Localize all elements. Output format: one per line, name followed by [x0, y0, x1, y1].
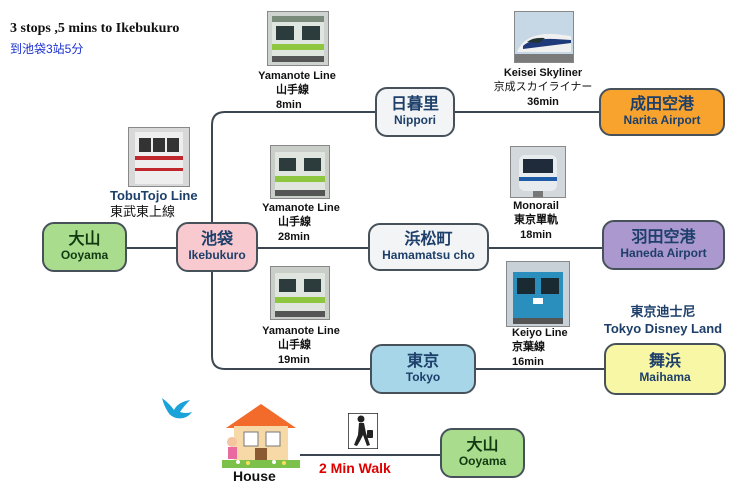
station-hamamatsucho-en: Hamamatsu cho — [382, 248, 475, 263]
station-ooyama-walk-en: Ooyama — [458, 454, 507, 469]
label-yamanote-mid-ja: 山手線 — [278, 216, 311, 229]
station-ikebukuro[interactable]: 池袋 Ikebukuro — [176, 222, 258, 272]
label-yamanote-bot: Yamanote Line 山手線 19min — [256, 324, 346, 367]
header-subtitle: 到池袋3站5分 — [10, 42, 84, 56]
house-label: House — [233, 468, 276, 484]
label-tobu-en: TobuTojo Line — [110, 188, 198, 203]
label-monorail-time: 18min — [520, 228, 552, 241]
station-ooyama-en: Ooyama — [60, 248, 109, 263]
station-ooyama-walk[interactable]: 大山 Ooyama — [440, 428, 525, 478]
bird-icon — [160, 394, 194, 422]
train-photo-icon — [267, 11, 329, 66]
station-ikebukuro-ja: 池袋 — [200, 230, 233, 248]
station-nippori[interactable]: 日暮里 Nippori — [375, 87, 455, 137]
label-tobu-tojo: TobuTojo Line 東武東上線 — [110, 188, 198, 221]
station-haneda-en: Haneda Airport — [620, 246, 707, 261]
station-narita-en: Narita Airport — [623, 113, 701, 128]
label-skyliner-time: 36min — [527, 95, 559, 108]
label-monorail-ja: 東京單軌 — [514, 214, 558, 227]
walking-person-icon — [347, 412, 379, 450]
house-icon — [222, 402, 300, 468]
station-hamamatsucho[interactable]: 浜松町 Hamamatsu cho — [368, 223, 489, 271]
train-photo-icon — [270, 266, 330, 320]
station-maihama-en: Maihama — [639, 370, 691, 385]
station-maihama[interactable]: 舞浜 Maihama — [604, 343, 726, 395]
label-yamanote-top-ja: 山手線 — [276, 84, 309, 97]
station-ooyama-ja: 大山 — [68, 230, 101, 248]
label-tobu-ja: 東武東上線 — [110, 204, 176, 220]
label-keiyo-ja: 京葉線 — [512, 341, 545, 354]
label-yamanote-mid: Yamanote Line 山手線 28min — [256, 201, 346, 244]
train-photo-icon — [514, 11, 574, 63]
walk-label: 2 Min Walk — [319, 460, 391, 476]
label-keiyo-en: Keiyo Line — [512, 327, 568, 339]
station-narita-airport[interactable]: 成田空港 Narita Airport — [599, 88, 725, 136]
label-yamanote-top-time: 8min — [276, 98, 302, 111]
header-title: 3 stops ,5 mins to Ikebukuro — [10, 21, 180, 36]
station-nippori-en: Nippori — [394, 113, 436, 128]
label-yamanote-top-en: Yamanote Line — [258, 70, 336, 82]
label-yamanote-bot-ja: 山手線 — [278, 339, 311, 352]
label-tokyo-disney: 東京迪士尼 Tokyo Disney Land — [588, 304, 738, 338]
station-haneda-ja: 羽田空港 — [631, 228, 696, 246]
train-photo-icon — [270, 145, 330, 199]
label-disney-en: Tokyo Disney Land — [603, 320, 723, 336]
label-skyliner: Keisei Skyliner 京成スカイライナー 36min — [478, 66, 608, 109]
line-ikebukuro-nippori — [211, 111, 376, 228]
station-ooyama[interactable]: 大山 Ooyama — [42, 222, 127, 272]
train-photo-icon — [506, 261, 570, 327]
station-ikebukuro-en: Ikebukuro — [188, 248, 246, 263]
label-yamanote-mid-en: Yamanote Line — [262, 202, 340, 214]
train-photo-icon — [510, 146, 566, 198]
station-nippori-ja: 日暮里 — [390, 95, 439, 113]
station-tokyo[interactable]: 東京 Tokyo — [370, 344, 476, 394]
label-yamanote-top: Yamanote Line 山手線 8min — [252, 69, 342, 112]
label-disney-ja: 東京迪士尼 — [630, 304, 696, 319]
station-maihama-ja: 舞浜 — [648, 352, 681, 370]
station-narita-ja: 成田空港 — [629, 95, 694, 113]
station-tokyo-ja: 東京 — [406, 352, 439, 370]
train-photo-icon — [128, 127, 190, 187]
label-yamanote-bot-en: Yamanote Line — [262, 325, 340, 337]
station-tokyo-en: Tokyo — [405, 370, 441, 385]
label-keiyo: Keiyo Line 京葉線 16min — [512, 326, 592, 369]
label-skyliner-ja: 京成スカイライナー — [493, 81, 593, 94]
station-hamamatsucho-ja: 浜松町 — [404, 230, 453, 248]
label-monorail-en: Monorail — [513, 200, 559, 212]
label-monorail: Monorail 東京單軌 18min — [500, 199, 572, 242]
label-yamanote-bot-time: 19min — [278, 353, 310, 366]
label-skyliner-en: Keisei Skyliner — [503, 67, 583, 79]
label-keiyo-time: 16min — [512, 355, 544, 368]
label-yamanote-mid-time: 28min — [278, 230, 310, 243]
station-ooyama-walk-ja: 大山 — [466, 436, 499, 454]
line-ikebukuro-tokyo — [211, 270, 371, 370]
station-haneda-airport[interactable]: 羽田空港 Haneda Airport — [602, 220, 725, 270]
